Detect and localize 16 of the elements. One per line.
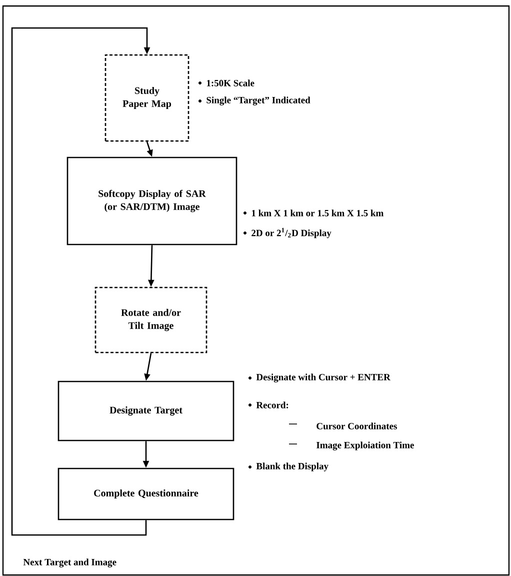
bullet-text: 2D or 2$^{1}$/$_{2}$D Display bbox=[252, 228, 332, 238]
bullet-text: Single “Target” Indicated bbox=[206, 96, 310, 106]
dashed-process-box: Study Paper Map bbox=[104, 54, 190, 142]
bullet-text: Record: bbox=[256, 402, 288, 408]
bullet-text: Designate with Cursor + ENTER bbox=[256, 374, 390, 382]
bullet-text: Cursor Coordinates bbox=[316, 422, 397, 430]
bullet-text: 1:50K Scale bbox=[206, 80, 254, 86]
dashed-process-box: Rotate and/or Tilt Image bbox=[94, 286, 208, 354]
process-box: Complete Questionnaire bbox=[58, 468, 234, 520]
arrow bbox=[11, 27, 150, 536]
process-box: Designate Target bbox=[58, 380, 234, 442]
edge-label: Next Target and Image bbox=[23, 558, 116, 568]
bullet-text: Blank the Display bbox=[256, 462, 328, 472]
bullet-text: Image Exploiation Time bbox=[316, 442, 414, 450]
process-box: Softcopy Display of SAR (or SAR/DTM) Image bbox=[66, 156, 238, 246]
bullet-text: 1 km X 1 km or 1.5 km X 1.5 km bbox=[252, 210, 384, 216]
